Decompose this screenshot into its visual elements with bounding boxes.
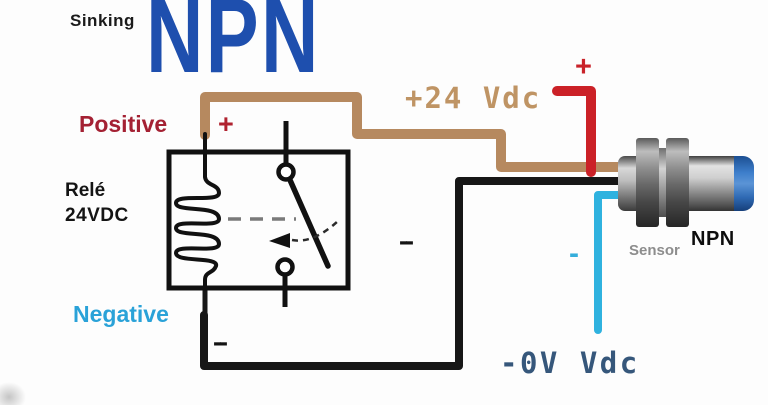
sensor-hex-nut — [666, 138, 689, 227]
switch-top-contact — [276, 162, 296, 182]
relay-name-line1: Relé — [65, 180, 106, 201]
wire-black-output — [200, 177, 635, 370]
relay-switch — [275, 121, 331, 307]
proximity-sensor — [616, 136, 756, 230]
supply-plus-sign: + — [575, 51, 592, 83]
sensor-thread-ring — [658, 148, 668, 217]
image-artifact — [0, 382, 26, 405]
supply-zero-label: -0V Vdc — [500, 346, 640, 380]
positive-label: Positive — [79, 111, 168, 137]
relay-motion-arrow-icon — [269, 233, 290, 248]
coil-plus-sign: + — [218, 109, 234, 139]
wire-cyan-zero-volt — [594, 191, 629, 334]
relay-box — [166, 149, 351, 291]
output-minus-sign: -- — [399, 226, 414, 256]
page-title: NPN — [146, 0, 321, 95]
negative-label: Negative — [73, 301, 169, 327]
kicker-label: Sinking — [70, 11, 135, 30]
relay-coil — [173, 132, 222, 291]
wire-brown-positive — [200, 92, 633, 172]
relay-motion-arc — [291, 220, 339, 242]
sensor-minus-sign: - — [569, 237, 579, 270]
sensor-hex-nut — [636, 138, 659, 227]
relay-name-line2: 24VDC — [65, 205, 129, 226]
relay-symbol — [166, 121, 351, 307]
supply-positive-label: +24 Vdc — [405, 81, 542, 115]
switch-blade — [287, 177, 331, 269]
switch-bottom-contact — [275, 257, 295, 277]
sensor-barrel — [687, 156, 737, 211]
wire-red-supply — [552, 86, 596, 177]
sensor-sensing-face — [734, 156, 754, 211]
sensor-type-label: NPN — [691, 228, 735, 250]
sensor-caption: Sensor — [629, 242, 680, 259]
return-minus-sign: -- — [213, 327, 228, 357]
